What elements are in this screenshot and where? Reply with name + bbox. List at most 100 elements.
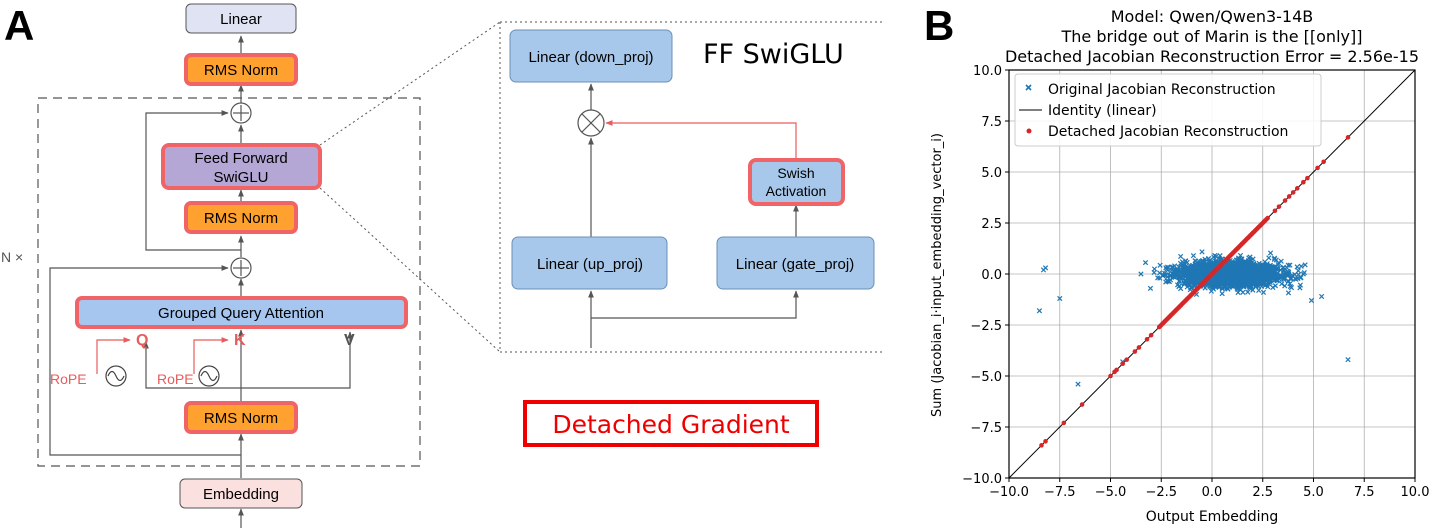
up-proj-block: Linear (up_proj) <box>511 236 668 290</box>
y-tick-label: −2.5 <box>970 319 1002 334</box>
original-point <box>1263 271 1269 278</box>
chart-title-2: The bridge out of Marin is the [[only]] <box>1061 27 1363 46</box>
rms-norm-bottom-block: RMS Norm <box>184 401 298 434</box>
original-point <box>1163 272 1169 278</box>
original-point <box>1308 297 1315 304</box>
original-point <box>1177 273 1183 279</box>
original-point <box>1271 255 1278 261</box>
y-tick-label: 2.5 <box>981 217 1002 232</box>
original-point <box>1247 254 1253 260</box>
original-point <box>1262 267 1269 273</box>
original-point <box>1232 259 1238 265</box>
original-point <box>1257 280 1263 287</box>
svg-text:Grouped Query Attention: Grouped Query Attention <box>158 305 324 322</box>
series-original <box>1036 249 1351 387</box>
original-point <box>1250 256 1256 262</box>
original-point <box>1268 272 1274 278</box>
detached-point <box>1136 345 1142 350</box>
original-point <box>1240 265 1246 272</box>
original-point <box>1241 260 1248 266</box>
original-point <box>1246 260 1252 267</box>
detached-point <box>1124 357 1130 362</box>
original-point <box>1276 274 1283 280</box>
original-point <box>1281 272 1287 278</box>
y-axis-label: Sum (Jacobian_i·input_embedding_vector_i… <box>930 133 945 417</box>
svg-text:Linear (up_proj): Linear (up_proj) <box>537 256 643 273</box>
original-point <box>1205 262 1212 268</box>
original-point <box>1244 272 1251 279</box>
original-point <box>1179 259 1186 265</box>
original-point <box>1285 262 1291 268</box>
original-point <box>1057 295 1063 302</box>
original-point <box>1269 266 1275 273</box>
legend-marker-original <box>1025 84 1032 91</box>
x-axis-label: Output Embedding <box>1146 509 1279 525</box>
detached-point <box>1276 204 1282 209</box>
gate-proj-block: Linear (gate_proj) <box>716 236 875 290</box>
original-point <box>1236 276 1242 282</box>
original-point <box>1298 274 1304 281</box>
q-label: Q <box>136 332 148 349</box>
original-point <box>1231 280 1238 286</box>
x-tick-label: −10.0 <box>989 485 1029 500</box>
original-point <box>1248 268 1254 274</box>
original-point <box>1157 270 1163 276</box>
original-point <box>1201 265 1207 271</box>
original-point <box>1171 274 1177 280</box>
rope-label-q: RoPE <box>50 371 87 387</box>
svg-text:Linear (down_proj): Linear (down_proj) <box>528 49 653 66</box>
gqa-block: Grouped Query Attention <box>75 296 408 329</box>
original-point <box>1184 259 1190 266</box>
rope-q: RoPE Q <box>50 332 148 387</box>
detached-point <box>1132 349 1138 354</box>
legend-detached: Detached Jacobian Reconstruction <box>1048 124 1288 140</box>
panel-b-letter: B <box>924 2 954 49</box>
original-point <box>1196 258 1202 264</box>
detached-point <box>1144 336 1150 342</box>
original-point <box>1279 281 1285 287</box>
panel-a-letter: A <box>4 2 34 49</box>
original-point <box>1147 285 1154 291</box>
detached-point <box>1108 373 1113 379</box>
original-point <box>1237 257 1244 263</box>
detached-point <box>1290 190 1296 195</box>
feed-forward-block: Feed Forward SwiGLU <box>161 143 322 190</box>
original-point <box>1237 252 1244 259</box>
original-point <box>1036 308 1043 314</box>
detached-point <box>1282 198 1288 203</box>
x-tick-label: 5.0 <box>1303 485 1324 500</box>
original-point <box>1151 269 1157 276</box>
original-point <box>1220 267 1226 273</box>
original-point <box>1267 262 1274 268</box>
original-point <box>1217 252 1223 259</box>
rms-norm-top-block: RMS Norm <box>184 53 298 86</box>
svg-text:Activation: Activation <box>766 183 827 199</box>
x-tick-label: 2.5 <box>1252 485 1273 500</box>
y-tick-label: 5.0 <box>981 166 1002 181</box>
y-tick-label: 10.0 <box>973 64 1002 79</box>
detached-point <box>1114 367 1119 373</box>
original-point <box>1167 272 1173 278</box>
swiglu-zoom: FF SwiGLU Linear (down_proj) Linear <box>509 29 875 348</box>
original-point <box>1199 249 1205 255</box>
original-point <box>1318 293 1325 300</box>
original-point <box>1188 285 1194 291</box>
detached-point <box>1039 443 1044 448</box>
original-point <box>1280 265 1286 271</box>
detached-point <box>1043 438 1048 444</box>
detached-point <box>1321 159 1326 165</box>
original-point <box>1171 268 1177 274</box>
original-point <box>1245 289 1251 295</box>
x-tick-label: −2.5 <box>1145 485 1177 500</box>
original-point <box>1176 278 1182 284</box>
original-point <box>1300 271 1306 277</box>
linear-top-block: Linear <box>185 3 297 34</box>
original-point <box>1200 259 1206 265</box>
original-point <box>1174 282 1181 288</box>
add-node-bottom <box>230 257 252 279</box>
original-point <box>1249 276 1256 282</box>
legend-identity: Identity (linear) <box>1048 103 1157 119</box>
original-point <box>1157 262 1163 268</box>
original-point <box>1222 284 1228 290</box>
